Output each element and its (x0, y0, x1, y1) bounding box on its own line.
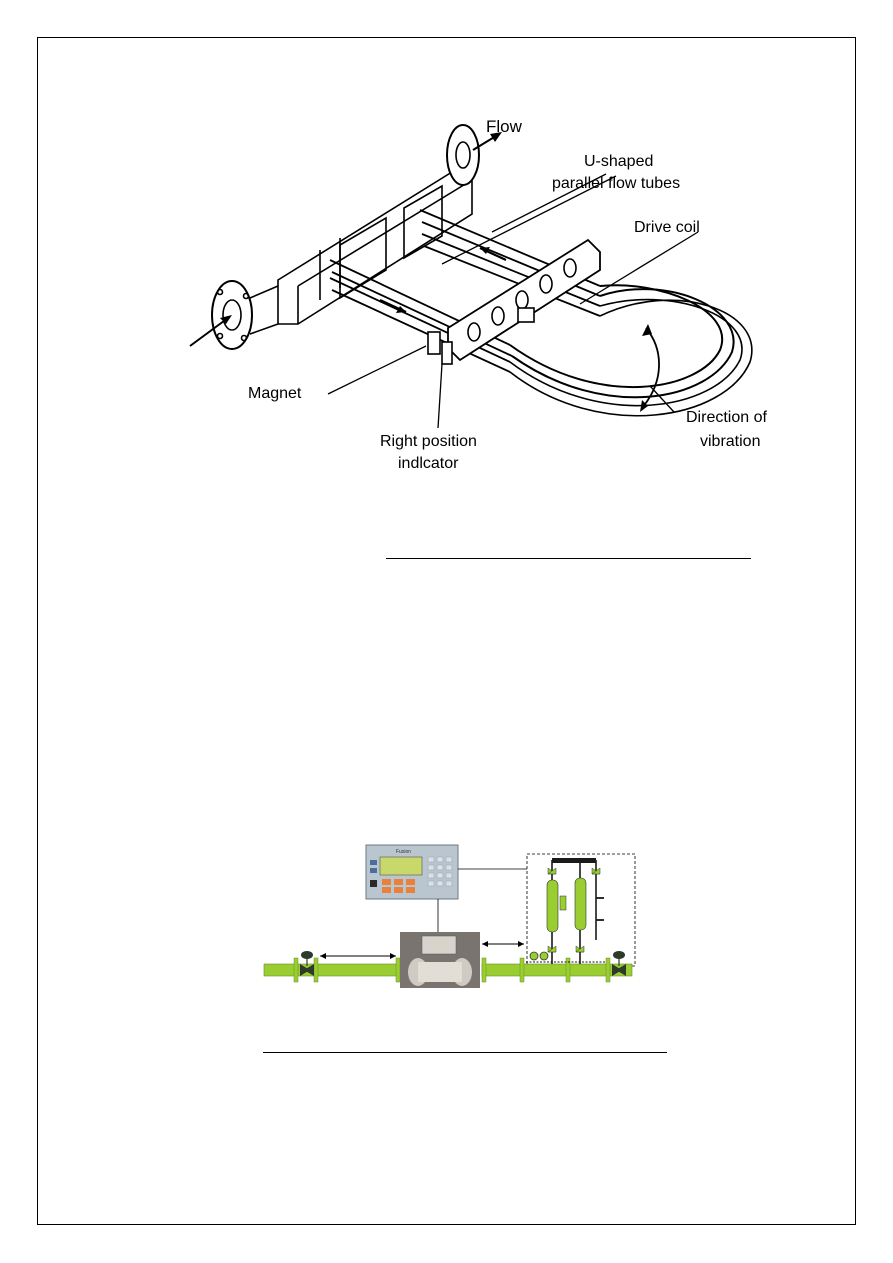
u-tube-loop (509, 284, 724, 389)
coriolis-meter-diagram: Flow U-shaped parallel flow tubes Drive … (189, 117, 767, 472)
sample-header (552, 858, 596, 863)
sample-cylinder-2 (574, 877, 587, 931)
main-pipe-left (263, 963, 401, 977)
label-position-2: indlcator (398, 455, 459, 472)
magnet (427, 331, 441, 355)
caption-underline-1 (386, 558, 751, 559)
label-vibration-1: Direction of (686, 409, 767, 426)
page-frame (37, 37, 856, 1225)
brace-plate (447, 238, 601, 362)
drive-coil (517, 307, 535, 323)
position-indicator (441, 341, 453, 365)
lcd-display (379, 856, 423, 876)
label-drive-coil: Drive coil (634, 219, 700, 236)
label-flow: Flow (486, 117, 523, 136)
label-tubes-1: U-shaped (584, 153, 653, 170)
label-position-1: Right position (380, 433, 477, 450)
label-tubes-2: parallel flow tubes (552, 175, 680, 192)
label-vibration-2: vibration (700, 433, 760, 450)
label-magnet: Magnet (248, 385, 302, 402)
sample-cylinder-1 (546, 879, 559, 933)
meter-run-schematic: Fusion (263, 844, 636, 988)
device-brand: Fusion (396, 849, 411, 855)
outlet-flange (446, 124, 480, 186)
caption-underline-2 (263, 1052, 667, 1053)
manifold-body (277, 171, 473, 325)
